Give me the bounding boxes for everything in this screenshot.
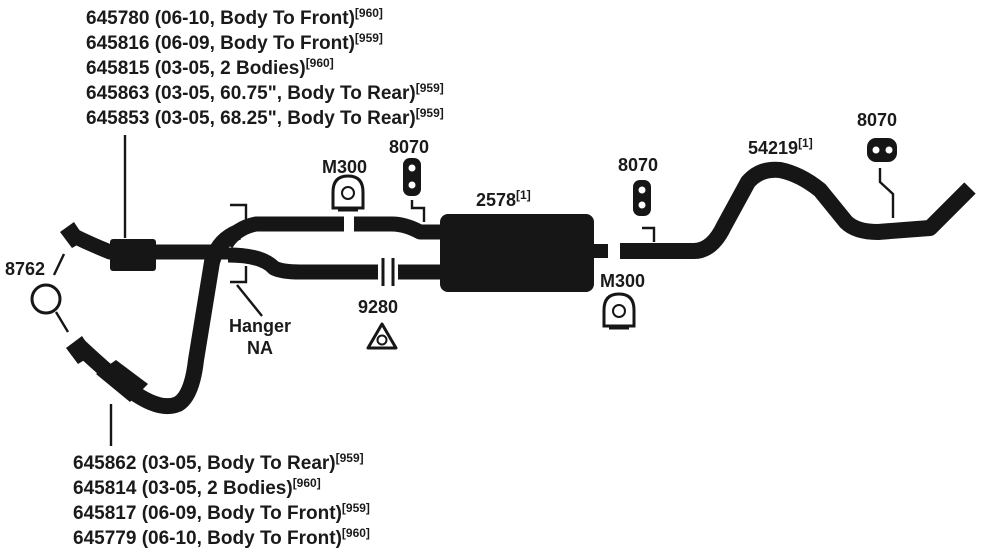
hanger-top-label: 8070 xyxy=(389,137,429,157)
lower-intermediate-pipe xyxy=(227,247,378,280)
clamp-top-label: M300 xyxy=(322,157,367,177)
hanger-top-leader xyxy=(410,200,426,222)
upper-flange xyxy=(60,222,86,248)
hanger-mid-label: 8070 xyxy=(618,155,658,175)
muffler-label: 2578[1] xyxy=(476,188,531,210)
tailpipe-label: 54219[1] xyxy=(748,136,813,158)
rubber-hanger-icon xyxy=(403,158,421,196)
clamp-bottom-label: M300 xyxy=(600,271,645,291)
hanger-bracket-lower xyxy=(230,266,248,284)
hanger-mid-leader xyxy=(642,226,656,242)
top-part-line-5: 645853 (03-05, 68.25", Body To Rear)[959… xyxy=(86,106,444,129)
flange-gasket-label: 9280 xyxy=(358,297,398,317)
muffler-outlet xyxy=(594,244,608,258)
bottom-part-line-2: 645814 (03-05, 2 Bodies)[960] xyxy=(73,476,321,499)
u-bolt-clamp-icon xyxy=(331,174,365,212)
triangle-gasket-icon xyxy=(366,322,398,350)
hanger-right-label: 8070 xyxy=(857,110,897,130)
gasket-ring-icon xyxy=(30,283,62,315)
gasket-leader-lower xyxy=(54,311,70,333)
bottom-part-line-1: 645862 (03-05, Body To Rear)[959] xyxy=(73,451,364,474)
rubber-hanger-icon xyxy=(633,180,651,216)
bottom-part-list: 645862 (03-05, Body To Rear)[959] 645814… xyxy=(73,451,370,549)
bottom-part-line-3: 645817 (06-09, Body To Front)[959] xyxy=(73,501,370,524)
hanger-na-label-line-1: Hanger xyxy=(229,316,291,336)
top-part-line-1: 645780 (06-10, Body To Front)[960] xyxy=(86,6,383,29)
bottom-part-line-4: 645779 (06-10, Body To Front)[960] xyxy=(73,526,370,549)
hanger-na-label-line-2: NA xyxy=(247,338,273,358)
gasket-leader-upper xyxy=(52,253,66,276)
u-bolt-clamp-icon xyxy=(602,292,636,330)
tailpipe xyxy=(620,161,976,259)
lower-catalytic-converter xyxy=(96,360,148,402)
hanger-right-leader xyxy=(878,168,895,218)
lower-flange xyxy=(66,336,94,364)
muffler xyxy=(440,214,594,292)
top-part-list: 645780 (06-10, Body To Front)[960] 64581… xyxy=(86,6,444,129)
upper-intermediate-pipe-rear xyxy=(354,216,440,240)
top-part-line-3: 645815 (03-05, 2 Bodies)[960] xyxy=(86,56,334,79)
upper-intermediate-pipe xyxy=(219,216,344,249)
rubber-hanger-icon xyxy=(867,138,897,162)
hanger-bracket-upper xyxy=(230,203,248,220)
gasket-label: 8762 xyxy=(5,259,45,279)
upper-catalytic-converter xyxy=(110,239,156,271)
top-part-line-4: 645863 (03-05, 60.75", Body To Rear)[959… xyxy=(86,81,444,104)
top-part-line-2: 645816 (06-09, Body To Front)[959] xyxy=(86,31,383,54)
hanger-na-leader xyxy=(236,284,263,317)
